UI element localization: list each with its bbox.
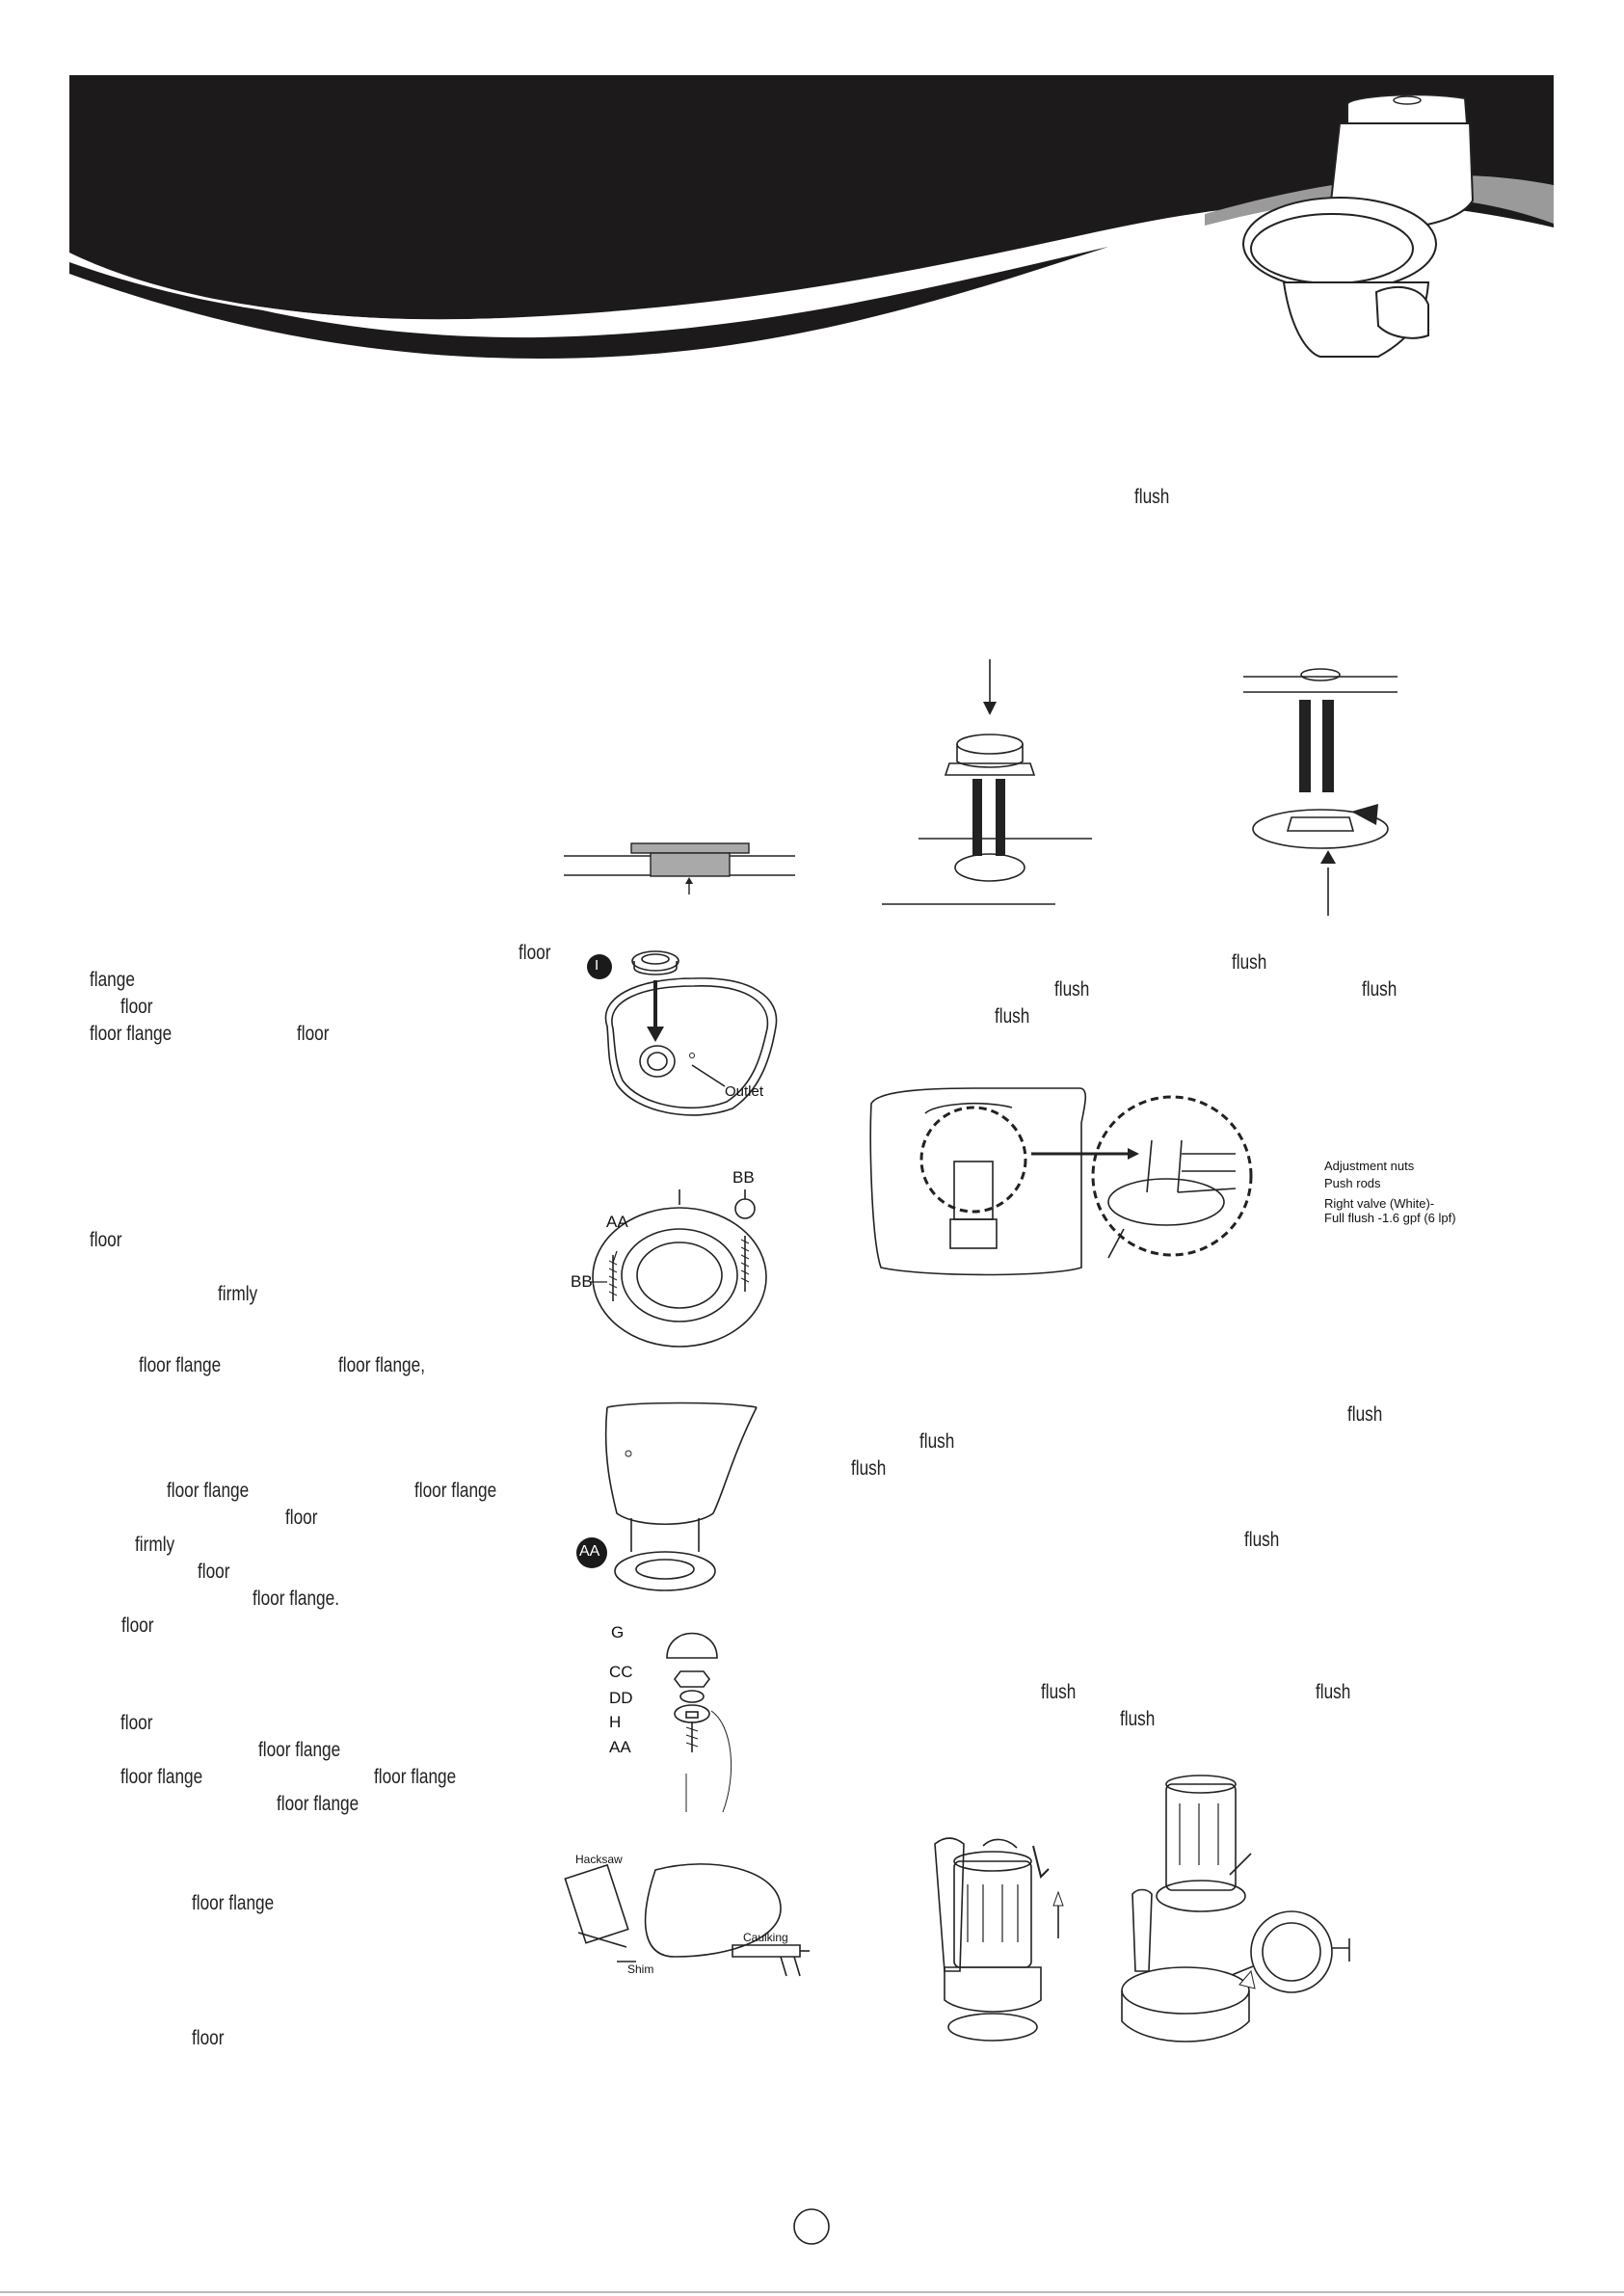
body-word: flush (851, 1457, 887, 1480)
aa-label: AA (606, 1213, 628, 1231)
body-word: floor flange (414, 1480, 497, 1502)
h-label: H (609, 1713, 622, 1731)
body-word: flange (90, 969, 135, 991)
flange-cross-section-figure (564, 842, 795, 894)
hacksaw-caulking-figure (564, 1863, 810, 1977)
outlet-label: Outlet (725, 1083, 764, 1100)
body-word: floor flange (192, 1892, 275, 1914)
body-word: floor (198, 1561, 230, 1583)
body-word: floor (120, 1712, 153, 1734)
footer-rule (0, 2291, 1624, 2293)
adjustment-nuts-label: Adjustment nuts (1324, 1159, 1415, 1173)
body-word: floor flange (120, 1766, 203, 1788)
cc-label: CC (609, 1663, 633, 1681)
nut-tighten-figure (1243, 668, 1398, 916)
body-word: flush (1134, 486, 1170, 508)
toilet-illustration (1242, 93, 1475, 358)
body-word: floor flange. (253, 1588, 339, 1610)
body-word: firmly (218, 1283, 258, 1305)
body-word: floor (120, 996, 153, 1018)
push-rods-label: Push rods (1324, 1176, 1381, 1190)
push-button-install-figure (882, 659, 1092, 905)
body-word: flush (1316, 1681, 1351, 1703)
body-word: flush (1120, 1708, 1156, 1730)
banner-lower-swoosh (69, 241, 1108, 359)
body-word: floor (285, 1507, 318, 1529)
body-word: floor flange (277, 1793, 359, 1815)
body-word: floor (519, 942, 551, 964)
body-word: floor flange (90, 1023, 173, 1045)
body-word: floor (192, 2027, 225, 2049)
flange-bolts-figure (590, 1189, 767, 1348)
wax-ring-outlet-figure (587, 950, 778, 1116)
hacksaw-label: Hacksaw (575, 1853, 623, 1866)
flush-valve-removal-figure (934, 1775, 1350, 2042)
bolt-cap-stack-figure (666, 1632, 732, 1813)
step-badge-i: I (595, 957, 599, 974)
tank-valve-detail-figure (869, 1087, 1253, 1276)
body-word: floor (90, 1229, 122, 1251)
body-word: flush (1347, 1403, 1383, 1426)
page-number-circle (793, 2208, 830, 2245)
body-word: firmly (135, 1534, 175, 1556)
body-word: floor flange, (338, 1354, 425, 1376)
bb-label-top: BB (732, 1168, 755, 1187)
body-word: flush (1244, 1529, 1280, 1551)
body-word: floor flange (374, 1766, 457, 1788)
body-word: floor flange (167, 1480, 250, 1502)
banner-white-gap (69, 253, 501, 322)
bb-label-left: BB (571, 1272, 593, 1291)
right-valve-label-2: Full flush -1.6 gpf (6 lpf) (1324, 1211, 1456, 1225)
right-valve-label-1: Right valve (White)- (1324, 1196, 1435, 1211)
dd-label: DD (609, 1689, 633, 1707)
body-word: floor (297, 1023, 330, 1045)
body-word: flush (1041, 1681, 1077, 1703)
body-word: flush (1232, 951, 1267, 974)
body-word: flush (1362, 978, 1398, 1001)
bowl-onto-flange-figure (576, 1402, 758, 1591)
banner-black-shape (69, 75, 1554, 320)
body-word: floor (121, 1615, 154, 1637)
body-word: floor flange (139, 1354, 222, 1376)
body-word: flush (995, 1005, 1030, 1028)
aa-label-bottom: AA (609, 1738, 631, 1756)
caulking-label: Caulking (743, 1931, 788, 1944)
body-word: flush (919, 1430, 955, 1453)
g-label: G (611, 1623, 625, 1642)
body-word: floor flange (258, 1739, 341, 1761)
body-word: flush (1054, 978, 1090, 1001)
aa-badge-label: AA (579, 1543, 600, 1560)
shim-label: Shim (627, 1962, 654, 1976)
